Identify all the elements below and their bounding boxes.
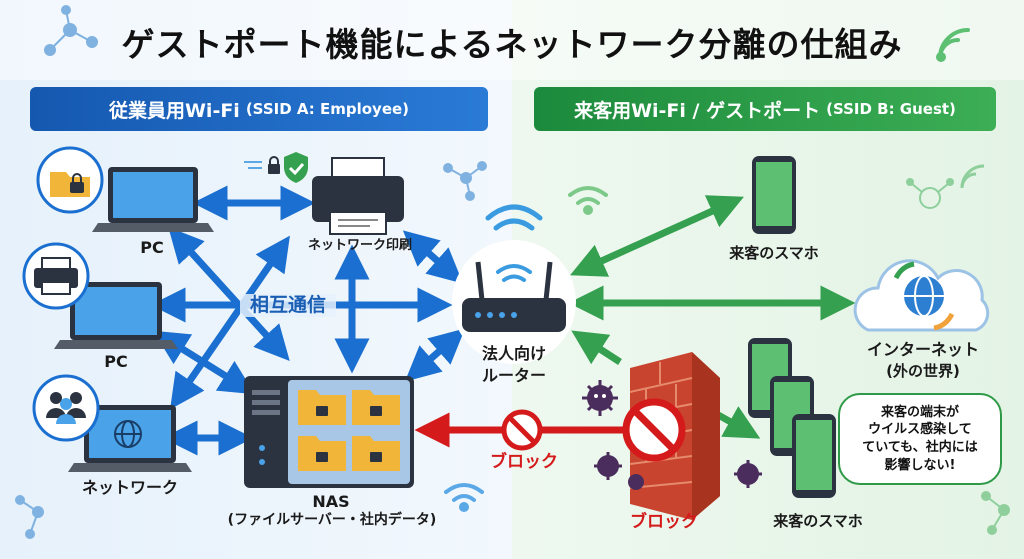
- employee-wifi-band: 従業員用Wi-Fi (SSID A: Employee): [30, 87, 488, 131]
- nas-server-icon: [244, 376, 414, 488]
- note-line-3: ていても、社内には: [862, 440, 978, 455]
- router-label-line2: ルーター: [481, 366, 546, 385]
- internet-label: インターネット: [866, 340, 979, 359]
- lock-icon: [244, 156, 280, 174]
- block-icon-small: [501, 409, 543, 451]
- page-title: ゲストポート機能によるネットワーク分離の仕組み: [121, 25, 903, 64]
- guest-wifi-band: 来客用Wi-Fi / ゲストポート (SSID B: Guest): [534, 87, 996, 131]
- laptop-icon-3: [68, 405, 192, 472]
- network-nodes-icon: [15, 5, 487, 539]
- printer-icon: [312, 157, 404, 235]
- block-label-1: ブロック: [490, 452, 558, 472]
- note-line-4: 影響しない!: [884, 457, 956, 473]
- guest-virus-note: 来客の端末が ウイルス感染して ていても、社内には 影響しない!: [838, 393, 1002, 485]
- virus-icon: [582, 380, 762, 490]
- guest-smartphone-icon-top: [752, 156, 796, 234]
- wifi-icon-title: [936, 28, 970, 62]
- nas-description: (ファイルサーバー・社内データ): [227, 512, 437, 528]
- note-line-1: 来客の端末が: [880, 404, 959, 420]
- guest-internet-arrows: [568, 195, 856, 439]
- guest-phone-bottom-label: 来客のスマホ: [773, 512, 863, 530]
- router-label-line1: 法人向け: [481, 344, 546, 363]
- globe-icon: [114, 420, 142, 448]
- block-label-2: ブロック: [630, 512, 698, 532]
- guest-smartphone-icon-stack: [748, 338, 836, 498]
- router-icon: [452, 204, 576, 364]
- network-label: ネットワーク: [81, 478, 178, 497]
- shield-check-icon: [284, 152, 308, 183]
- internet-sublabel: (外の世界): [886, 362, 960, 380]
- internet-cloud-icon: [853, 259, 990, 332]
- team-bubble-icon: [32, 374, 100, 442]
- laptop-icon-2: [54, 282, 178, 349]
- pc1-label: PC: [140, 238, 164, 257]
- employee-ssid: (SSID A: Employee): [245, 100, 410, 118]
- laptop-icon-1: [92, 167, 214, 232]
- note-line-2: ウイルス感染して: [868, 422, 972, 438]
- folder-lock-icon: [298, 390, 400, 471]
- mutual-communication-label: 相互通信: [240, 294, 336, 317]
- employee-wifi-label: 従業員用Wi-Fi: [108, 99, 240, 122]
- guest-phone-top-label: 来客のスマホ: [729, 244, 819, 262]
- network-nodes-icon-right: [981, 491, 1010, 535]
- nas-label: NAS: [312, 492, 350, 511]
- guest-wifi-label: 来客用Wi-Fi / ゲストポート: [574, 99, 821, 122]
- iot-icon: [906, 164, 985, 209]
- folder-lock-bubble-icon: [36, 146, 104, 214]
- block-icon-large: [622, 398, 686, 462]
- printer-bubble-icon: [22, 242, 90, 310]
- pc2-label: PC: [104, 352, 128, 371]
- wifi-icon-nas: [444, 483, 484, 512]
- guest-ssid: (SSID B: Guest): [826, 100, 956, 118]
- printer-label: ネットワーク印刷: [307, 238, 412, 253]
